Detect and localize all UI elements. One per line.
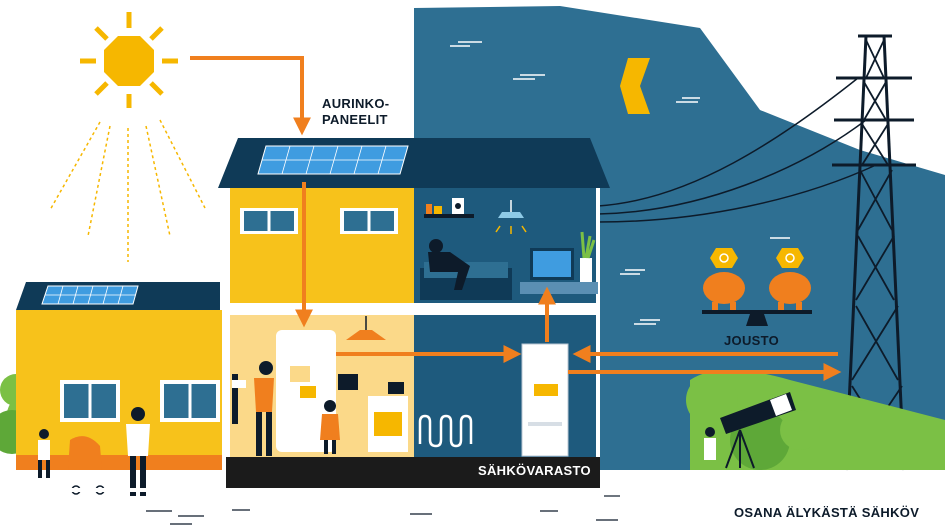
sun-to-panels-arrow (190, 56, 311, 136)
piggy-bank-icon (769, 248, 811, 310)
family-figures (38, 407, 150, 496)
solar-panels-label: AURINKO- PANEELIT (322, 96, 389, 128)
sun-icon (49, 12, 206, 262)
solar-panel-icon (257, 145, 409, 175)
sky-dashes (450, 41, 790, 325)
power-pylon-icon (832, 34, 916, 471)
ground-dashes (146, 495, 620, 525)
kitchen (232, 316, 408, 456)
solar-panels-label-line2: PANEELIT (322, 112, 388, 127)
living-room (420, 198, 598, 300)
power-lines (597, 77, 877, 223)
radiator (418, 414, 473, 448)
flexibility-label: JOUSTO (724, 333, 780, 348)
caption-text: OSANA ÄLYKÄSTÄ SÄHKÖV (734, 505, 920, 520)
solar-panel-icon (41, 285, 139, 305)
ground (0, 488, 690, 492)
storage-label: SÄHKÖVARASTO (478, 463, 591, 478)
telescope-icon (704, 392, 796, 469)
piggy-bank-icon (703, 248, 745, 310)
energy-flow-arrows (190, 56, 842, 381)
moon-icon (620, 58, 650, 114)
small-house (16, 282, 222, 470)
solar-panels-label-line1: AURINKO- (322, 96, 390, 111)
balance-scale (702, 310, 812, 326)
battery-icon (521, 343, 569, 457)
